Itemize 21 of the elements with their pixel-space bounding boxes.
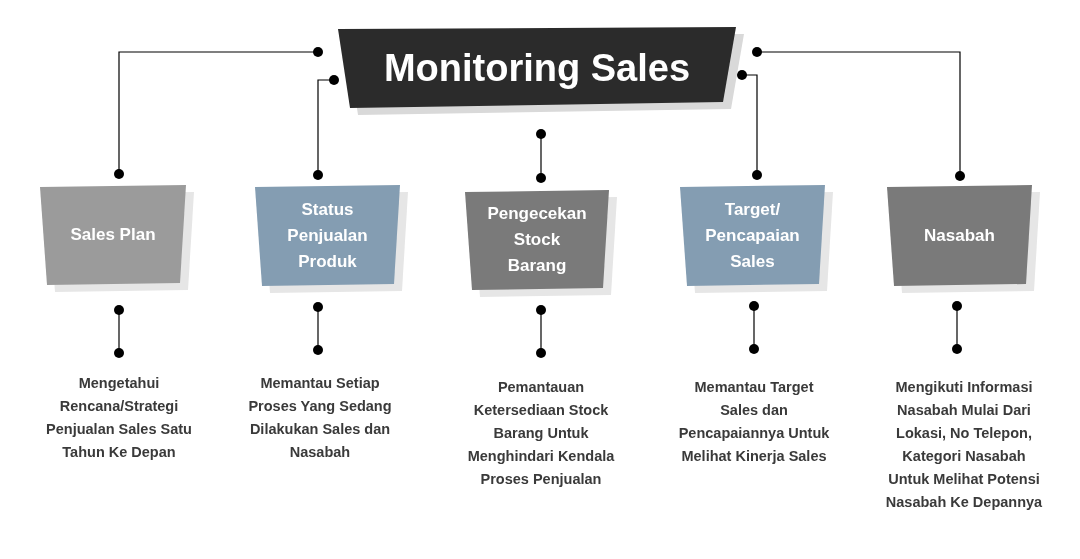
connector-line: [752, 47, 965, 181]
connector-line: [313, 75, 339, 180]
description-text: Pemantauan Ketersediaan Stock Barang Untuk Menghindari Kendala Proses Penjualan: [461, 376, 621, 491]
connector-line: [952, 301, 962, 354]
category-label: Status Penjualan Produk: [286, 198, 369, 273]
description-text: Memantau Target Sales dan Pencapaiannya Untuk Melihat Kinerja Sales: [674, 376, 834, 468]
connector-line: [749, 301, 759, 354]
connector-line: [536, 129, 546, 183]
connector-line: [737, 70, 762, 180]
connector-line: [114, 47, 323, 179]
category-label: Target/ Pencapaian Sales: [704, 198, 801, 273]
description-text: Mengetahui Rencana/Strategi Penjualan Sales Satu Tahun Ke Depan: [39, 372, 199, 464]
description-text: Memantau Setiap Proses Yang Sedang Dilakukan Sales dan Nasabah: [240, 372, 400, 464]
connector-line: [313, 302, 323, 355]
connector-line: [114, 305, 124, 358]
connector-line: [536, 305, 546, 358]
banner-title: Monitoring Sales: [383, 45, 691, 90]
category-label: Nasabah: [924, 224, 995, 247]
description-text: Mengikuti Informasi Nasabah Mulai Dari Lokasi, No Telepon, Kategori Nasabah Untuk Melihat Potensi Nasabah Ke Depannya: [884, 376, 1044, 514]
category-label: Pengecekan Stock Barang: [486, 203, 588, 277]
category-label: Sales Plan: [70, 224, 156, 246]
